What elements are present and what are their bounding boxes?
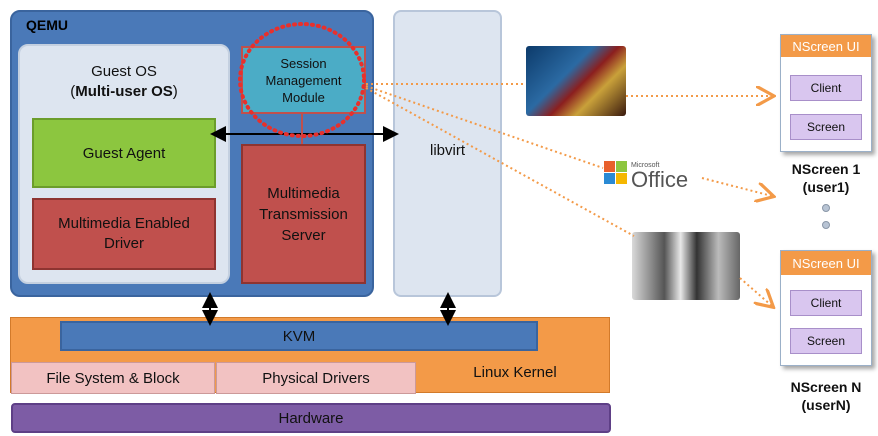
highlight-circle (238, 22, 366, 138)
kvm-box: KVM (60, 321, 538, 351)
nscreen1-client-button[interactable]: Client (790, 75, 862, 101)
gangnam-style-image (632, 232, 740, 300)
office-logo: Microsoft Office (603, 155, 703, 193)
nscreen1-caption: NScreen 1 (user1) (776, 160, 876, 196)
mts-line3: Server (281, 226, 326, 244)
nscreenN-caption-line1: NScreen N (790, 379, 862, 395)
qemu-label: QEMU (26, 17, 68, 33)
office-logo-small-text: Microsoft (631, 162, 659, 169)
ellipsis-dot (822, 221, 830, 229)
nscreenN-screen-button[interactable]: Screen (790, 328, 862, 354)
nscreenN-caption-line2: (userN) (801, 397, 851, 413)
guest-os-title: Guest OS (Multi-user OS) (18, 62, 230, 102)
session-management-module-box: Session Management Module (241, 46, 366, 114)
nscreenN-client-button[interactable]: Client (790, 290, 862, 316)
mm-driver-line2: Driver (104, 235, 144, 252)
file-system-block-box: File System & Block (11, 362, 215, 394)
nscreen1-header: NScreen UI (781, 35, 871, 57)
guest-os-title-line2: (Multi-user OS) (70, 83, 178, 100)
smm-to-office-line (365, 85, 604, 169)
iron-man-image (526, 46, 626, 116)
nscreen1-caption-line1: NScreen 1 (791, 161, 861, 177)
nscreen1-caption-line2: (user1) (802, 179, 850, 195)
smm-line2: Management (265, 72, 342, 88)
libvirt-label: libvirt (429, 142, 465, 159)
hardware-box: Hardware (11, 403, 611, 433)
physical-drivers-box: Physical Drivers (216, 362, 416, 394)
office-logo-big-text: Office (631, 167, 688, 192)
office-to-nscreen1-line (701, 177, 772, 196)
multimedia-driver-box: Multimedia Enabled Driver (32, 198, 216, 270)
nscreen1-screen-button[interactable]: Screen (790, 114, 862, 140)
mm-driver-line1: Multimedia Enabled (58, 215, 190, 232)
mts-line2: Transmission (259, 205, 348, 223)
smm-line3: Module (282, 89, 325, 105)
smm-line1: Session (280, 55, 327, 71)
nscreenN-header: NScreen UI (781, 251, 871, 275)
psy-to-nscreenN-line (739, 277, 772, 306)
linux-kernel-label: Linux Kernel (473, 364, 557, 381)
mts-line1: Multimedia (267, 184, 340, 202)
smm-to-psy-line (365, 87, 635, 237)
office-logo-icon: Microsoft Office (604, 161, 688, 192)
guest-agent-box: Guest Agent (32, 118, 216, 188)
nscreenN-caption: NScreen N (userN) (776, 378, 876, 414)
guest-os-title-line1: Guest OS (91, 63, 157, 80)
multi-user-os-text: Multi-user OS (75, 83, 173, 100)
multimedia-transmission-server-box: Multimedia Transmission Server (241, 144, 366, 284)
ellipsis-dot (822, 204, 830, 212)
